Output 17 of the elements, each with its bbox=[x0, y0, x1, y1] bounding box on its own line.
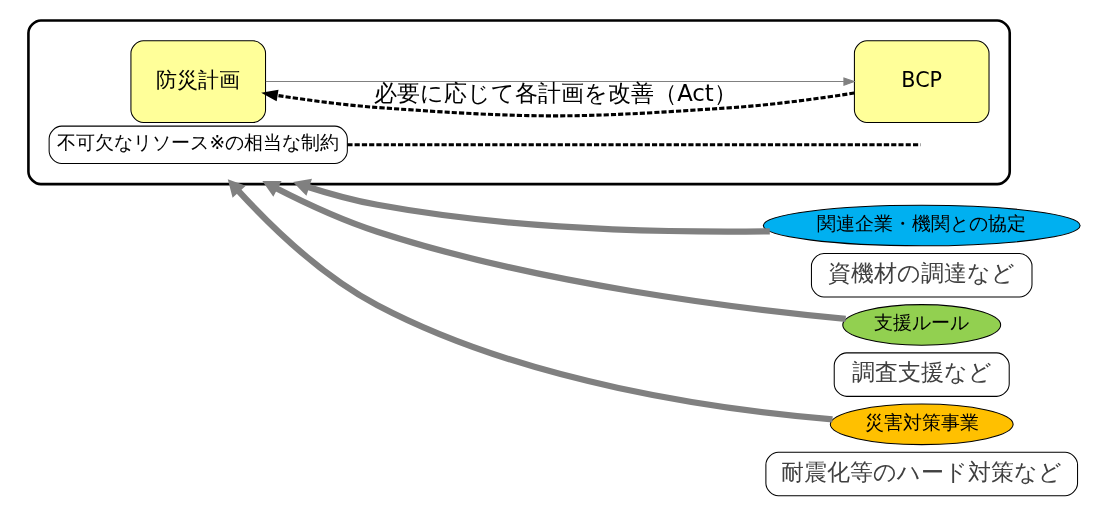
arrow bbox=[262, 180, 846, 322]
arrow bbox=[227, 179, 833, 423]
arrow bbox=[261, 89, 855, 118]
node-box: 防災計画 bbox=[130, 40, 267, 123]
node-box: 不可欠なリソース※の相当な制約 bbox=[48, 125, 348, 164]
node-label: 耐震化等のハード対策など bbox=[781, 458, 1063, 485]
connector bbox=[347, 143, 921, 147]
node-ellipse: 災害対策事業 bbox=[829, 403, 1014, 446]
arrow bbox=[265, 77, 856, 86]
cluster bbox=[27, 19, 1012, 186]
node-label: 調査支援など bbox=[851, 359, 992, 386]
edge-label: 必要に応じて各計画を改善（Act） bbox=[374, 79, 737, 106]
node-box: BCP bbox=[853, 40, 990, 123]
node-label: 資機材の調達など bbox=[828, 260, 1016, 287]
arrow bbox=[293, 178, 770, 235]
node-ellipse: 関連企業・機関との協定 bbox=[762, 204, 1081, 247]
node-ellipse: 支援ルール bbox=[842, 304, 1002, 346]
